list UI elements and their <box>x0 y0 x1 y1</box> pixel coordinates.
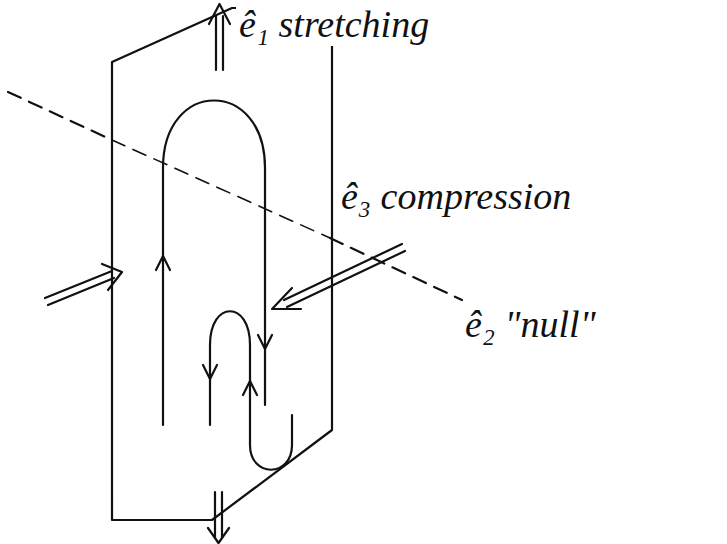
axis-label: ê₁ stretching <box>236 4 432 46</box>
null-axis <box>112 140 330 238</box>
field-line <box>156 101 292 470</box>
null-axis <box>8 92 112 140</box>
stretch-arrow <box>208 4 230 543</box>
axis-label: ê₂ "null" <box>462 304 599 346</box>
plane-sheet <box>112 8 332 520</box>
compression-arrow <box>45 244 405 309</box>
axis-label: ê₃ compression <box>338 176 574 218</box>
